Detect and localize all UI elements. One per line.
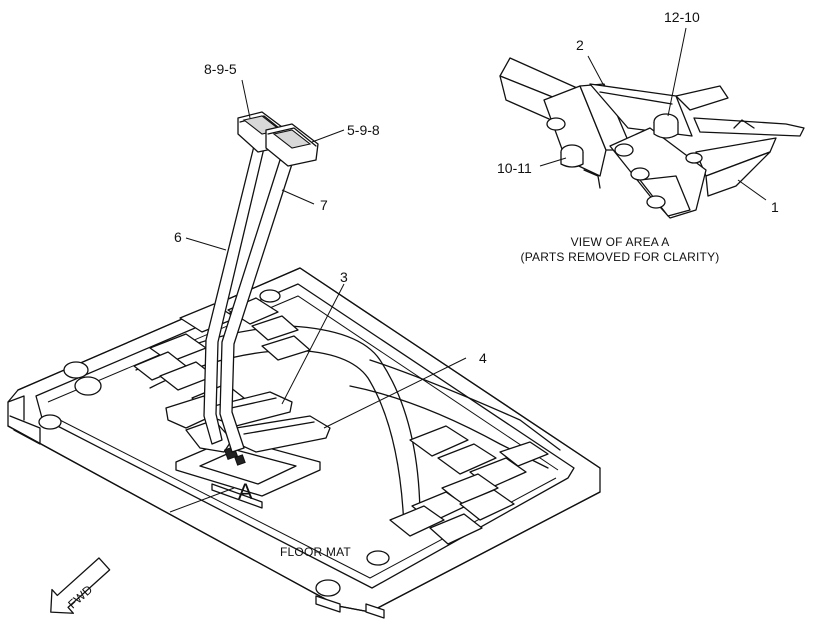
control-levers: [203, 111, 319, 453]
leader-lines: [169, 79, 467, 513]
callout-2: 2: [576, 37, 584, 53]
callout-1: 1: [771, 199, 779, 215]
callout-3: 3: [340, 269, 348, 285]
bolt-12-10: [653, 113, 679, 139]
callout-8-9-5: 8-9-5: [204, 61, 237, 77]
floor-mat-label: FLOOR MAT: [280, 545, 351, 559]
area-a-detail-view: [499, 27, 805, 219]
callout-12-10: 12-10: [664, 9, 700, 25]
area-a-marker: A: [238, 479, 253, 504]
pedal-assembly: [165, 391, 331, 466]
view-caption-line1: VIEW OF AREA A: [571, 235, 670, 249]
view-caption-line2: (PARTS REMOVED FOR CLARITY): [521, 250, 720, 264]
callout-5-9-8: 5-9-8: [347, 122, 380, 138]
bolt-10-11: [560, 144, 584, 168]
callout-4: 4: [479, 350, 487, 366]
callout-6: 6: [174, 229, 182, 245]
callout-7: 7: [320, 197, 328, 213]
fwd-arrow: [50, 557, 111, 614]
callout-10-11: 10-11: [497, 160, 532, 176]
